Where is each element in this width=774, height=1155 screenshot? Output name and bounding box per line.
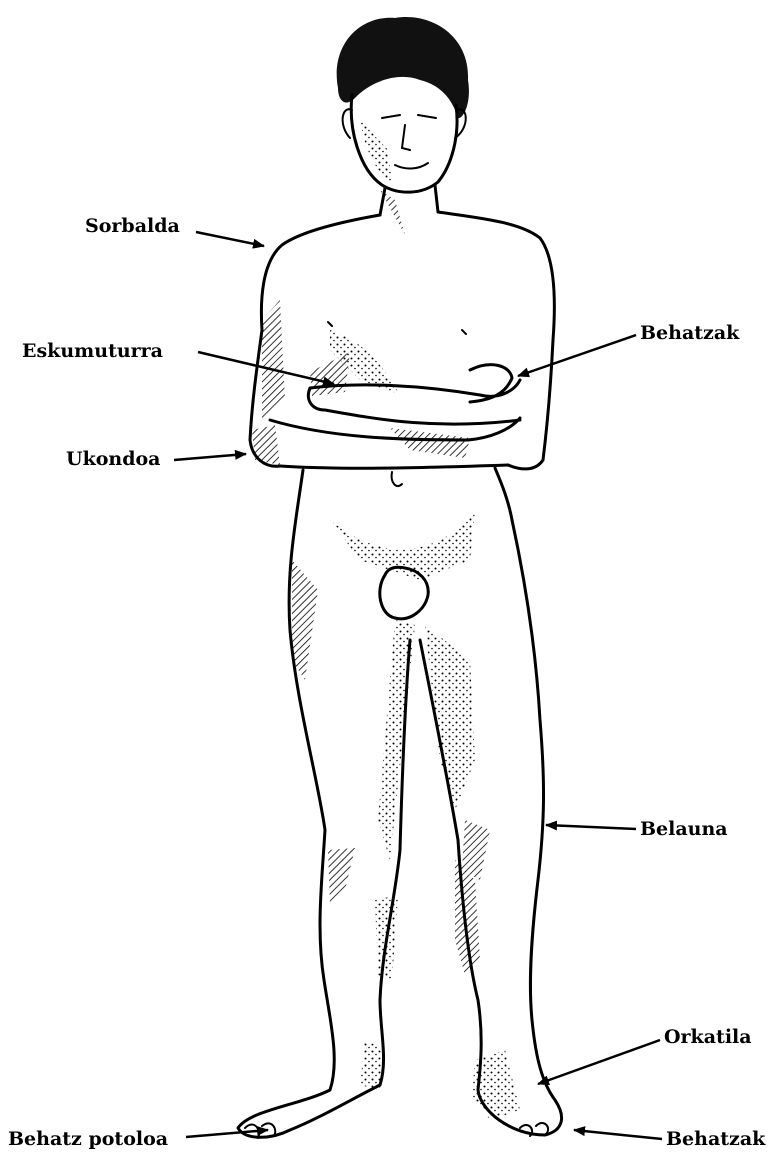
nipples xyxy=(328,322,466,334)
label-ukondoa: Ukondoa xyxy=(66,450,161,469)
arrow-behatzak-foot xyxy=(574,1130,662,1139)
arrow-behatzak-hand xyxy=(518,335,636,376)
arm-shade-lower xyxy=(390,428,470,458)
calf-shade-left xyxy=(375,895,398,980)
inner-thigh-shade-left xyxy=(378,620,415,860)
arrow-belauna xyxy=(546,825,636,829)
label-behatz-potoloa: Behatz potoloa xyxy=(8,1130,168,1149)
elbow-shade xyxy=(252,425,280,465)
navel xyxy=(392,472,402,486)
label-eskumuturra: Eskumuturra xyxy=(22,342,163,361)
face-features xyxy=(382,115,436,169)
inner-thigh-shade-right xyxy=(425,625,475,810)
label-sorbalda: Sorbalda xyxy=(85,217,180,236)
arms-crossed xyxy=(270,365,520,469)
face-shading xyxy=(360,120,392,185)
knee-shade-right xyxy=(462,820,490,880)
hair xyxy=(337,17,469,118)
pubic-shade xyxy=(330,510,475,580)
knee-shade-left xyxy=(328,848,355,905)
label-behatzak-hand: Behatzak xyxy=(640,324,739,343)
foot-shade-right xyxy=(472,1050,520,1120)
arrow-ukondoa xyxy=(174,454,246,460)
neck-shade xyxy=(380,190,405,235)
upperarm-shade xyxy=(262,300,285,420)
arrow-orkatila xyxy=(538,1040,660,1084)
thigh-shade-left xyxy=(292,560,318,680)
label-behatzak-foot: Behatzak xyxy=(666,1130,765,1149)
label-belauna: Belauna xyxy=(640,820,728,839)
genitals xyxy=(380,567,428,619)
label-orkatila: Orkatila xyxy=(664,1028,752,1047)
arrow-sorbalda xyxy=(196,232,264,246)
